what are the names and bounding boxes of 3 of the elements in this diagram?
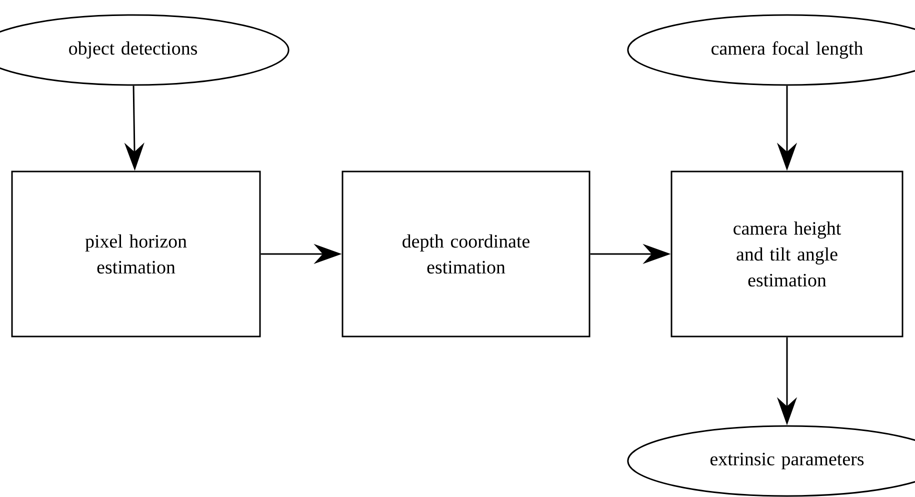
process-box: depth coordinate estimation [342, 170, 590, 338]
process-box: pixel horizon estimation [11, 170, 261, 338]
process-box: camera height and tilt angle estimation [670, 170, 904, 338]
